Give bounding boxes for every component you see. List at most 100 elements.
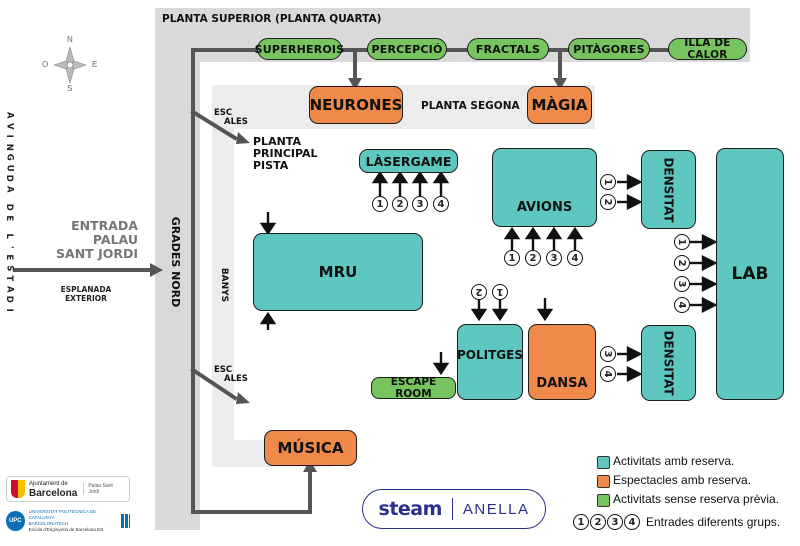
upper-item-fractals[interactable]: FRACTALS <box>467 38 549 60</box>
lasergame-group-3: 3 <box>412 196 428 212</box>
room-mru[interactable]: MRU <box>253 233 423 311</box>
compass-west: O <box>42 60 49 69</box>
legend-groups-text: Entrades diferents grups. <box>646 515 781 529</box>
room-lab[interactable]: LAB <box>716 148 784 400</box>
planta-principal-line1: PLANTA <box>253 135 301 148</box>
planta-principal-line3: PISTA <box>253 159 289 172</box>
grades-nord: GRADES NORD <box>169 216 182 308</box>
lab-group-3: 3 <box>674 276 690 292</box>
room-lasergame[interactable]: LÀSERGAME <box>359 149 458 173</box>
entrance-sub2: EXTERIOR <box>65 294 107 303</box>
upc-name: UNIVERSITAT POLITÈCNICA DE CATALUNYA <box>28 509 97 520</box>
steam-divider <box>451 498 453 520</box>
street-letter: U <box>4 164 15 172</box>
street-letter: ' <box>4 245 15 249</box>
legend-text-green: Activitats sense reserva prèvia. <box>613 492 780 506</box>
street-letter: L <box>4 233 15 239</box>
compass-east: E <box>92 60 98 69</box>
avions-group-2: 2 <box>525 250 541 266</box>
ajuntament-logo: Ajuntament de Barcelona Palau Sant Jordi <box>6 476 130 502</box>
upper-item-pitagores[interactable]: PITÀGORES <box>568 38 650 60</box>
legend-group-2: 2 <box>590 514 606 530</box>
ajuntament-small: Ajuntament de <box>28 481 68 487</box>
lasergame-group-2: 2 <box>392 196 408 212</box>
escales-top: ESC ALES <box>214 109 248 127</box>
upc-school: Escola d'Enginyeria de Barcelona Est <box>28 527 104 532</box>
avions-group-3: 3 <box>546 250 562 266</box>
upper-item-percepcio[interactable]: PERCEPCIÓ <box>367 38 447 60</box>
entrance-line2: PALAU <box>92 232 138 247</box>
upper-floor-title: PLANTA SUPERIOR (PLANTA QUARTA) <box>162 13 382 25</box>
street-letter: A <box>4 285 15 293</box>
room-neurones[interactable]: NEURONES <box>309 86 403 124</box>
avions-group-1: 1 <box>504 250 520 266</box>
upc-text: UNIVERSITAT POLITÈCNICA DE CATALUNYA BAR… <box>29 509 117 533</box>
stairs-top <box>190 109 238 141</box>
escales-bottom: ESC ALES <box>214 366 248 384</box>
escales-bottom-line2: ALES <box>224 374 248 384</box>
entrance-sub: ESPLANADA EXTERIOR <box>50 285 122 303</box>
upper-item-superherois[interactable]: SUPERHEROIS <box>255 38 344 60</box>
room-musica[interactable]: MÚSICA <box>264 430 357 466</box>
legend-group-3: 3 <box>607 514 623 530</box>
compass-south: S <box>67 84 73 93</box>
room-densitat-top[interactable]: DENSITAT <box>641 150 696 229</box>
densitat-bottom-group-3: 3 <box>600 346 616 362</box>
street-letter: A <box>4 185 15 193</box>
compass: N S O E <box>42 35 98 95</box>
legend-text-orange: Espectacles amb reserva. <box>613 473 752 487</box>
stairs-bottom <box>190 367 238 401</box>
banys-band <box>212 129 234 467</box>
escales-bottom-line1: ESC <box>214 365 233 375</box>
main-route <box>191 72 312 514</box>
lasergame-group-4: 4 <box>433 196 449 212</box>
escales-top-line2: ALES <box>224 117 248 127</box>
densitat-top-label: DENSITAT <box>661 156 676 223</box>
street-letter: N <box>4 143 15 151</box>
room-densitat-bottom[interactable]: DENSITAT <box>641 325 696 401</box>
street-letter: S <box>4 264 15 271</box>
entrance-label: ENTRADA PALAU SANT JORDI <box>38 219 138 261</box>
palau-text: Palau Sant Jordi <box>83 483 125 495</box>
street-letter: D <box>4 174 15 182</box>
room-magia[interactable]: MÀGIA <box>527 86 592 124</box>
street-letter: T <box>4 275 15 282</box>
densitat-bottom-label: DENSITAT <box>661 330 676 396</box>
steam-wordmark: steam <box>378 498 443 520</box>
legend-text-teal: Activitats amb reserva. <box>613 454 735 468</box>
upc-grid-icon <box>120 514 130 528</box>
avions-group-4: 4 <box>567 250 583 266</box>
anella-wordmark: ANELLA <box>462 500 530 518</box>
politges-group-2: 2 <box>471 284 487 300</box>
planta-principal-line2: PRINCIPAL <box>253 147 318 160</box>
upc-sub: BARCELONATECH <box>28 521 69 526</box>
street-letter: A <box>4 111 15 119</box>
room-politges[interactable]: POLITGES <box>457 324 523 400</box>
lab-group-2: 2 <box>674 255 690 271</box>
densitat-bottom-group-4: 4 <box>600 366 616 382</box>
legend-group-4: 4 <box>624 514 640 530</box>
room-dansa[interactable]: DANSA <box>528 324 596 400</box>
room-escape-room[interactable]: ESCAPE ROOM <box>371 376 456 400</box>
banys: BANYS <box>219 267 229 303</box>
entrance-arrowhead <box>150 263 163 277</box>
street-letter: I <box>4 308 15 312</box>
densitat-top-group-2: 2 <box>600 194 616 210</box>
street-letter: E <box>4 214 15 221</box>
politges-group-1: 1 <box>492 284 508 300</box>
street-letter: D <box>4 203 15 211</box>
legend-group-1: 1 <box>573 514 589 530</box>
legend-swatch-teal <box>597 456 610 469</box>
escales-top-line1: ESC <box>214 108 233 118</box>
entrance-sub1: ESPLANADA <box>60 285 112 294</box>
street-letter: I <box>4 134 15 138</box>
room-avions[interactable]: AVIONS <box>492 148 597 227</box>
musica-arrowhead <box>303 460 317 472</box>
steam-anella-logo: steam ANELLA <box>362 489 546 529</box>
entrance-line3: SANT JORDI <box>56 246 138 261</box>
upper-item-illa-de-calor[interactable]: ILLA DE CALOR <box>668 37 747 61</box>
compass-rose-icon <box>53 45 87 85</box>
